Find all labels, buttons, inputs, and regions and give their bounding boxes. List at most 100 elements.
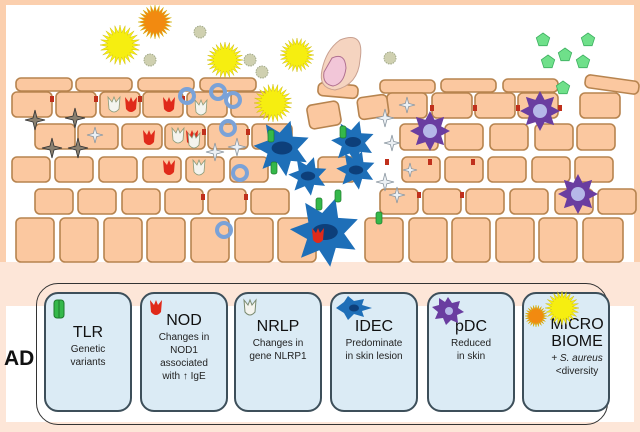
keratinocyte [474,92,516,119]
cell-body [451,217,491,263]
nod-receptor-icon [150,300,162,315]
keratinocyte [379,188,419,215]
commensal-bacterium [255,65,269,79]
commensal-bacterium [243,53,257,67]
cell-body [137,77,195,92]
sparkle-mediator [402,162,418,178]
cell-body [54,156,94,183]
idec-cell [253,120,309,177]
keratinocyte [59,217,99,263]
cell-body [34,188,74,215]
idec-cell [288,157,327,196]
cell-body [379,79,436,94]
cell-body [579,92,621,119]
tight-junction [244,194,248,200]
pentagon-antigen-icon [540,54,556,69]
cell-body [487,156,527,183]
tight-junction [246,129,250,135]
cell-body [121,188,161,215]
keratinocyte [54,156,94,183]
card-title: IDEC [354,318,394,335]
keratinocyte [146,217,186,263]
keratinocyte [250,188,290,215]
keratinocyte [465,188,505,215]
tight-junction [94,96,98,102]
idec-cell [336,151,375,190]
tight-junction [417,192,421,198]
keratinocyte [582,217,624,263]
tight-junction [50,96,54,102]
keratinocyte [356,93,390,121]
idec-cell [331,121,374,164]
keratinocyte [451,217,491,263]
cell-body [538,217,578,263]
cell-body [306,100,342,130]
sparkle-mediator [64,107,86,129]
keratinocyte [137,77,195,92]
keratinocyte [502,78,559,93]
ring-molecule [215,221,233,239]
tight-junction [558,105,562,111]
keratinocyte [15,77,73,92]
commensal-bacterium [193,25,207,39]
pdc-cell-icon [432,297,464,325]
keratinocyte [190,217,230,263]
skin-illustration [11,4,640,267]
keratinocyte [142,91,184,118]
nod-receptor [143,130,155,145]
allergen-icon [323,55,347,87]
sparkle-mediator [388,186,406,204]
keratinocyte [121,188,161,215]
cell-body [408,217,448,263]
keratinocyte [574,156,614,183]
keratinocyte [15,217,55,263]
card-title: pDC [454,318,487,335]
s-aureus-icon-core [529,309,543,323]
cell-body [379,188,419,215]
sparkle-mediator [375,108,395,128]
pdc-nucleus [423,124,437,138]
keratinocyte [408,217,448,263]
keratinocyte [495,217,535,263]
cell-body [190,217,230,263]
tlr-receptor [375,211,383,225]
nod-receptor [163,160,175,175]
cell-body [444,123,484,151]
pdc-nucleus [533,104,547,118]
keratinocyte [11,156,51,183]
cell-body [11,156,51,183]
ring-molecule [209,83,227,101]
keratinocyte [444,156,484,183]
card-desc: + S. aureus<diversity [551,353,603,377]
cell-body [15,77,73,92]
keratinocyte [229,156,269,183]
cell-body [75,77,133,92]
nlrp-receptor [192,158,206,176]
keratinocyte [579,92,621,119]
tlr-receptor-icon [53,299,65,319]
cell-body [431,92,473,119]
cell-body [440,78,497,93]
idec-cell-icon [336,296,372,320]
pentagon-antigen-icon [580,32,596,47]
bacteria-yellow-core [287,45,307,65]
pdc-cell [558,174,598,214]
bacteria-yellow-core [214,49,236,71]
tight-junction [428,159,432,165]
card-title: NOD [166,312,202,329]
ring-molecule [178,87,196,105]
tlr-receptor [334,189,342,203]
cell-body [15,217,55,263]
keratinocyte [306,100,342,130]
commensal-bacterium [383,51,397,65]
pentagon-antigen-icon [535,32,551,47]
cell-body [234,217,274,263]
sparkle-mediator [67,137,89,159]
tight-junction [202,129,206,135]
cell-body [250,188,290,215]
